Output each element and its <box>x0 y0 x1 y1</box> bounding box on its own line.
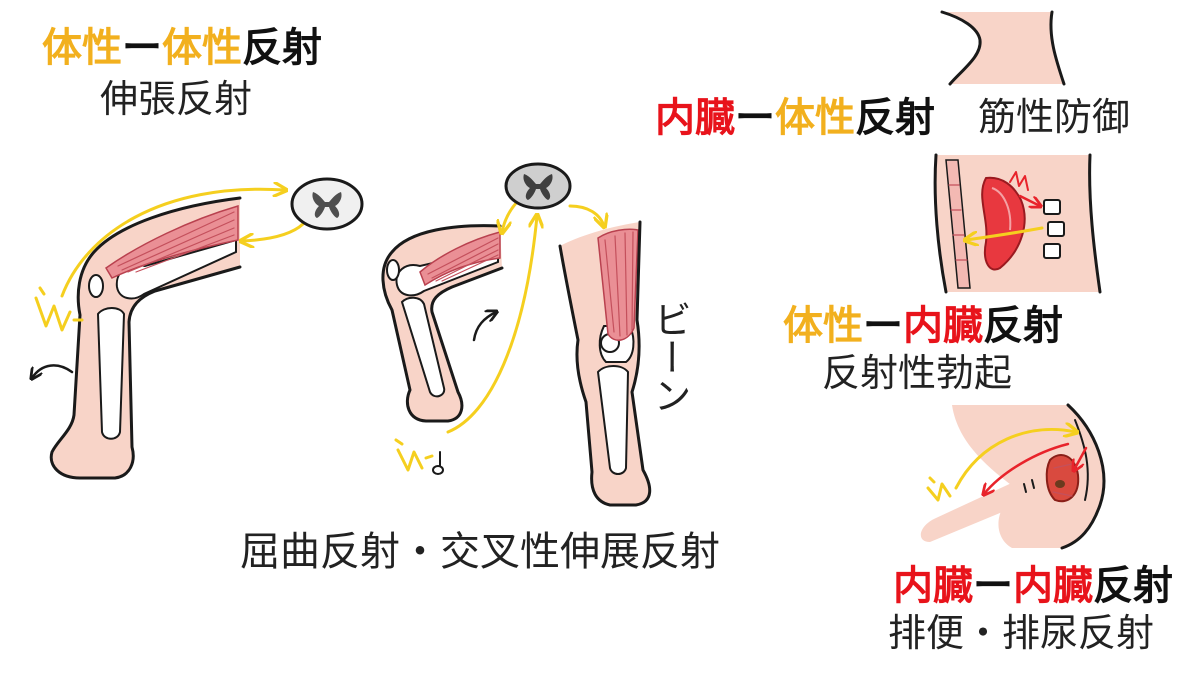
movement-arrow-icon <box>32 364 74 378</box>
visceral-efferent-arrow <box>984 442 1070 494</box>
title-visceral-somatic-reflex: 内臓ー体性反射 <box>655 98 935 138</box>
flexion-reflex-caption: 屈曲反射・交叉性伸展反射 <box>240 529 720 575</box>
visceral-afferent-arrow <box>1018 194 1040 206</box>
term-from: 内臓 <box>655 95 735 141</box>
spinal-cord-gray-matter <box>312 192 342 218</box>
somatic-efferent-arrow <box>966 226 1044 240</box>
title-somatic-visceral-reflex: 体性ー内臓反射 <box>783 306 1063 346</box>
muscle-fibers <box>427 237 499 282</box>
sound-effect-text: ビーン <box>647 300 691 414</box>
movement-arrow-icon <box>472 312 496 342</box>
leg-outline <box>558 220 652 507</box>
term-dash: ー <box>973 563 1013 609</box>
term-suffix: 反射 <box>983 303 1063 349</box>
neck-outline-front <box>940 10 982 86</box>
stretch-reflex-leg <box>49 196 242 480</box>
term-to: 内臓 <box>1013 563 1093 609</box>
stimulus-spark-icon <box>394 438 434 472</box>
leg-outline <box>49 196 242 480</box>
skin-marks <box>1023 479 1035 493</box>
vertebrae <box>1043 199 1065 259</box>
term-dash: ー <box>122 25 162 71</box>
term-suffix: 反射 <box>855 95 935 141</box>
pelvis-skin <box>952 405 1104 548</box>
pain-spark-icon <box>1009 171 1029 191</box>
crossed-extension-leg <box>558 220 652 507</box>
stimulus-spark-icon <box>34 286 84 332</box>
efferent-arrow <box>242 222 305 241</box>
rectum-organ <box>1045 454 1080 503</box>
thigh-muscle <box>419 231 501 287</box>
muscle-fibers <box>1052 463 1073 497</box>
tibia-bone <box>96 307 126 440</box>
abdomen-outline-back <box>1088 153 1102 294</box>
neck-skin <box>942 12 1064 84</box>
abdomen-outline-front <box>933 153 948 294</box>
stool <box>1055 480 1065 488</box>
term-to: 内臓 <box>903 303 983 349</box>
term-from: 体性 <box>783 303 863 349</box>
stimulus-spark-icon <box>926 476 952 502</box>
term-suffix: 反射 <box>1093 563 1173 609</box>
efferent-arrow-extensor <box>568 204 604 226</box>
muscle-fibers <box>117 211 235 273</box>
somatic-afferent-arrow <box>954 429 1076 490</box>
efferent-arrow-flexor <box>502 200 519 232</box>
patella-bone <box>386 259 400 281</box>
afferent-arrow <box>60 189 285 298</box>
visceral-efferent-arrow <box>1074 446 1088 470</box>
rectus-abdominis-muscle <box>945 159 971 289</box>
example-stretch-reflex: 伸張反射 <box>100 77 253 121</box>
tibia-bone <box>596 365 630 475</box>
inflamed-organ <box>981 176 1026 271</box>
afferent-arrow <box>446 216 537 434</box>
term-to: 体性 <box>162 25 242 71</box>
patella-bone <box>88 274 104 298</box>
example-defecation-micturition: 排便・排尿反射 <box>888 611 1155 655</box>
flexion-reflex-leg <box>381 224 504 423</box>
neck-outline-back <box>1049 10 1066 86</box>
spinal-cord-cross-section-icon <box>504 162 572 210</box>
leg-outline <box>381 224 504 423</box>
thumbtack-icon <box>432 451 444 475</box>
spinal-cord-cross-section-icon <box>290 177 364 231</box>
organ-highlight <box>991 187 1012 231</box>
pelvis-outline-back <box>1060 403 1106 550</box>
term-from: 内臓 <box>893 563 973 609</box>
example-reflex-erection: 反射性勃起 <box>822 351 1013 395</box>
term-dash: ー <box>735 95 775 141</box>
abdomen-illustration <box>933 153 1102 294</box>
tibia-bone <box>400 296 446 398</box>
neck-illustration <box>940 10 1066 86</box>
term-from: 体性 <box>42 25 122 71</box>
term-dash: ー <box>863 303 903 349</box>
term-to: 体性 <box>775 95 855 141</box>
term-suffix: 反射 <box>242 25 322 71</box>
title-somatic-somatic-reflex: 体性ー体性反射 <box>42 28 322 68</box>
example-muscle-guarding: 筋性防御 <box>978 95 1131 139</box>
title-visceral-visceral-reflex: 内臓ー内臓反射 <box>893 566 1173 606</box>
spinal-cord-gray-matter <box>523 174 553 200</box>
pelvis-illustration <box>920 403 1106 550</box>
muscle-fibers <box>604 231 634 337</box>
